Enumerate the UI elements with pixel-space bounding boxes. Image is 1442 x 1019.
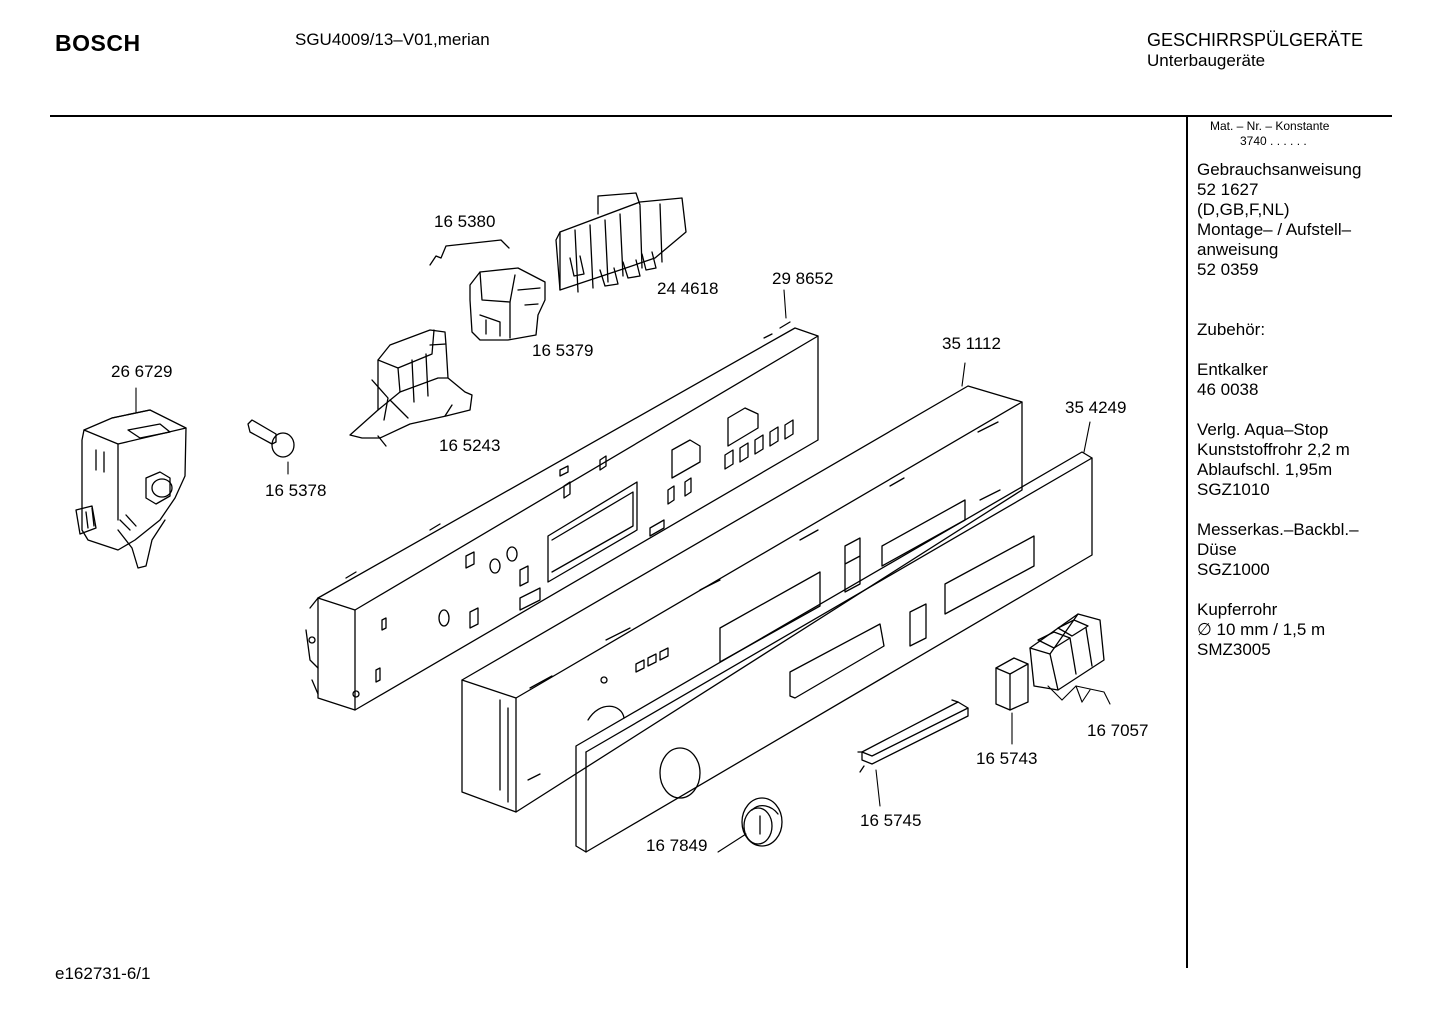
part-label: 16 5379: [532, 341, 594, 360]
mat-nr-value: 3740 . . . . . .: [1240, 134, 1307, 148]
part-front-panel: [575, 451, 1093, 853]
part-panel-carrier: [305, 321, 819, 711]
part-label: 16 5745: [860, 811, 922, 830]
mat-nr-header: Mat. – Nr. – Konstante: [1210, 119, 1330, 133]
sidebar-line: Messerkas.–Backbl.–: [1197, 520, 1359, 539]
part-label: 35 1112: [942, 334, 1001, 353]
part-trim-strip: [857, 699, 969, 773]
sidebar-line: ∅ 10 mm / 1,5 m: [1197, 620, 1326, 639]
sidebar-line: SGZ1010: [1197, 480, 1270, 499]
sidebar-line: 52 1627: [1197, 180, 1259, 199]
sidebar-line: 46 0038: [1197, 380, 1259, 399]
part-label: 16 5743: [976, 749, 1038, 768]
sidebar-line: anweisung: [1197, 240, 1279, 259]
sidebar-line: [1197, 300, 1361, 320]
leader-lines: [135, 289, 1111, 853]
part-label: 16 5380: [434, 212, 496, 231]
drawing-code: e162731-6/1: [55, 964, 151, 983]
part-switch-housing: [469, 267, 546, 341]
sidebar-notes: Gebrauchsanweisung 52 1627 (D,GB,F,NL) M…: [1197, 160, 1361, 660]
part-rotary-knob: [741, 797, 783, 847]
sidebar-line: [1197, 340, 1361, 360]
sidebar-line: Düse: [1197, 540, 1237, 559]
sidebar-line: [1197, 500, 1361, 520]
sidebar-line: [1197, 280, 1361, 300]
sidebar-line: Montage– / Aufstell–: [1197, 220, 1352, 239]
sidebar-line: Zubehör:: [1197, 320, 1266, 339]
part-fascia-frame: [461, 385, 1023, 813]
header-divider: [50, 115, 1392, 117]
part-label: 16 7849: [646, 836, 708, 855]
sidebar-line: Verlg. Aqua–Stop: [1197, 420, 1329, 439]
part-label: 16 7057: [1087, 721, 1149, 740]
brand-logo: BOSCH: [55, 30, 141, 56]
category-title: GESCHIRRSPÜLGERÄTE: [1147, 30, 1364, 50]
sidebar-line: Entkalker: [1197, 360, 1268, 379]
sidebar-line: Kupferrohr: [1197, 600, 1278, 619]
sidebar-line: [1197, 580, 1361, 600]
sidebar-line: Ablaufschl. 1,95m: [1197, 460, 1333, 479]
part-label: 16 5243: [439, 436, 501, 455]
sidebar-line: SGZ1000: [1197, 560, 1270, 579]
sidebar-line: 52 0359: [1197, 260, 1259, 279]
part-connector-block: [555, 192, 687, 293]
part-label: 16 5378: [265, 481, 327, 500]
part-electronic-module: [75, 409, 187, 569]
exploded-parts-diagram: [75, 192, 1111, 853]
sidebar-line: (D,GB,F,NL): [1197, 200, 1290, 219]
part-indicator-lens: [247, 419, 295, 458]
sidebar-line: Kunststoffrohr 2,2 m: [1197, 440, 1350, 459]
model-number: SGU4009/13–V01,merian: [295, 30, 490, 49]
part-push-button-single: [995, 657, 1029, 711]
part-label: 24 4618: [657, 279, 719, 298]
part-label: 35 4249: [1065, 398, 1127, 417]
part-bracket: [349, 329, 473, 447]
sidebar-line: SMZ3005: [1197, 640, 1271, 659]
sidebar-divider: [1186, 116, 1188, 968]
category-subtitle: Unterbaugeräte: [1147, 51, 1266, 70]
part-push-button-group: [1029, 613, 1105, 691]
part-label: 26 6729: [111, 362, 173, 381]
sidebar-line: Gebrauchsanweisung: [1197, 160, 1362, 179]
part-spring-wire: [429, 239, 510, 266]
part-label: 29 8652: [772, 269, 834, 288]
sidebar-line: [1197, 400, 1361, 420]
